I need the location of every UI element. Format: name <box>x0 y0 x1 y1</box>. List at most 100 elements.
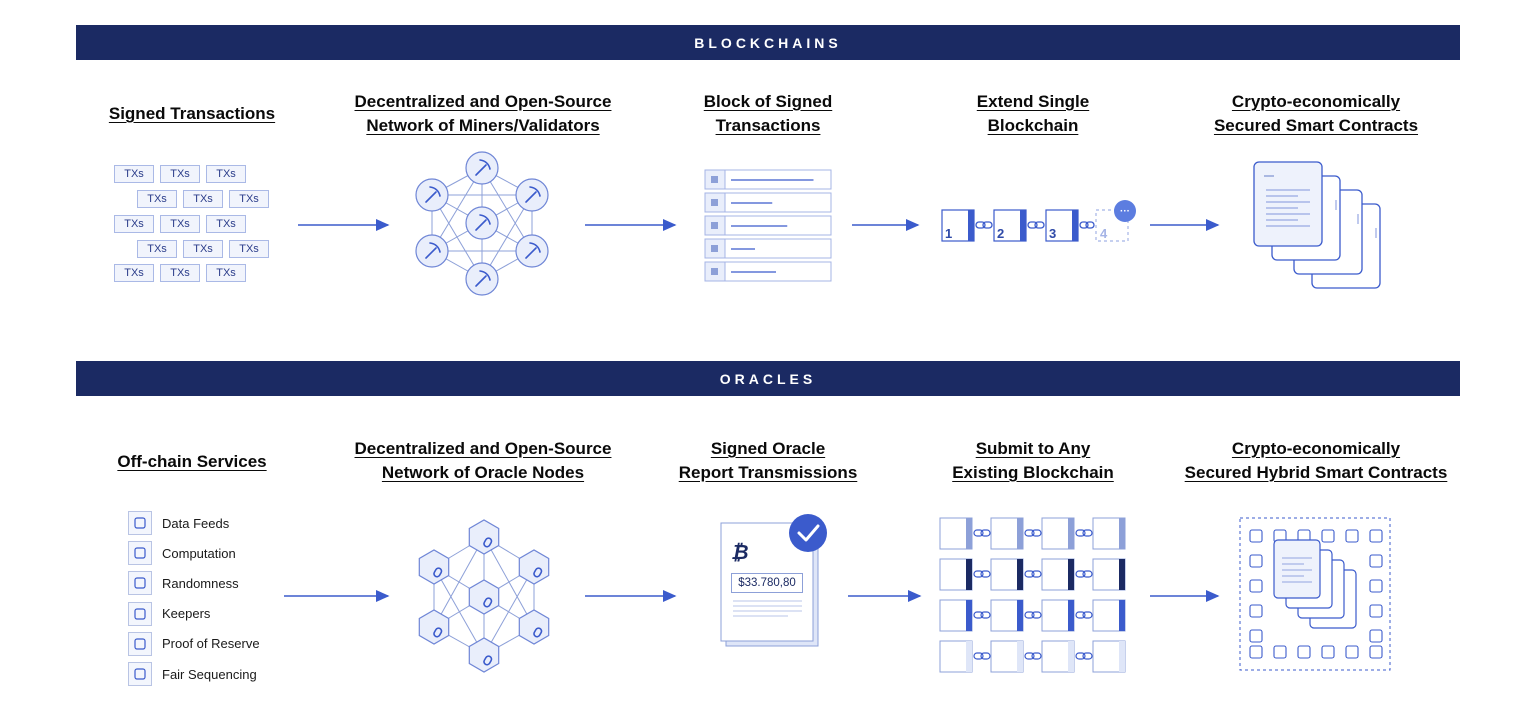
bitcoin-icon: ₿ <box>731 542 749 564</box>
service-mini-icon <box>1249 645 1263 659</box>
chain-block <box>990 599 1042 632</box>
oracle-node-icon <box>468 519 500 555</box>
chain-block <box>1092 517 1126 550</box>
chain-block-3: 3 <box>1049 226 1057 241</box>
miner-node-icon <box>415 234 449 268</box>
service-mini-icon <box>1249 604 1263 618</box>
chain-block <box>939 599 991 632</box>
offchain-service-item: Keepers <box>128 599 260 629</box>
chain-block <box>1092 599 1126 632</box>
chain-block <box>990 558 1042 591</box>
chain-block <box>1041 517 1093 550</box>
tx-box: TXs <box>160 165 200 183</box>
chain-block <box>990 640 1042 673</box>
offchain-service-label: Randomness <box>162 575 239 591</box>
existing-blockchains-icon <box>939 517 1126 673</box>
oracle-node-icon <box>418 549 450 585</box>
chain-block <box>939 558 991 591</box>
oracle-node-icon <box>468 637 500 673</box>
tx-box: TXs <box>137 190 177 208</box>
transaction-row <box>704 238 832 259</box>
offchain-service-item: Proof of Reserve <box>128 629 260 659</box>
clock-icon <box>128 662 152 687</box>
contract-document-icon <box>1253 161 1323 247</box>
tx-box: TXs <box>229 240 269 258</box>
offchain-service-item: Fair Sequencing <box>128 659 260 689</box>
service-mini-icon <box>1369 629 1383 643</box>
transaction-row <box>704 215 832 236</box>
service-mini-icon <box>1249 629 1263 643</box>
service-mini-icon <box>1369 645 1383 659</box>
service-mini-icon <box>1321 645 1335 659</box>
tx-box: TXs <box>206 165 246 183</box>
chain-block <box>1041 599 1093 632</box>
transaction-row <box>704 169 832 190</box>
robot-icon <box>128 601 152 626</box>
tx-box: TXs <box>114 264 154 282</box>
service-mini-icon <box>1369 529 1383 543</box>
blockchains-section-header: BLOCKCHAINS <box>76 25 1460 60</box>
smart-contracts-stack-icon <box>1253 161 1381 289</box>
chain-block <box>1092 640 1126 673</box>
tx-box: TXs <box>160 264 200 282</box>
offchain-service-item: Computation <box>128 538 260 568</box>
single-chain-icon: ··· <box>941 200 1136 242</box>
bank-icon <box>128 631 152 656</box>
miner-node-icon <box>465 151 499 185</box>
tx-box: TXs <box>206 215 246 233</box>
service-mini-icon <box>1345 529 1359 543</box>
tx-box: TXs <box>114 215 154 233</box>
chain-block-4: 4 <box>1100 226 1108 241</box>
offchain-service-item: Data Feeds <box>128 508 260 538</box>
tx-box: TXs <box>137 240 177 258</box>
server-icon <box>128 541 152 566</box>
more-icon: ··· <box>1120 206 1130 217</box>
oracle-node-icon <box>468 579 500 615</box>
tx-box: TXs <box>160 215 200 233</box>
chain-block <box>939 640 991 673</box>
transaction-row <box>704 261 832 282</box>
offchain-service-label: Fair Sequencing <box>162 666 257 682</box>
service-mini-icon <box>1249 554 1263 568</box>
check-icon <box>797 524 820 542</box>
service-mini-icon <box>1369 604 1383 618</box>
chain-block-2: 2 <box>997 226 1005 241</box>
transaction-block-icon <box>704 169 832 282</box>
oracle-node-icon <box>518 609 550 645</box>
chain-block <box>990 517 1042 550</box>
tx-box: TXs <box>206 264 246 282</box>
oracles-section-header: ORACLES <box>76 361 1460 396</box>
offchain-service-label: Data Feeds <box>162 515 230 531</box>
miner-node-icon <box>515 178 549 212</box>
chain-block <box>1092 558 1126 591</box>
chain-block <box>939 517 991 550</box>
miner-node-icon <box>465 262 499 296</box>
tx-box: TXs <box>229 190 269 208</box>
miner-node-icon <box>415 178 449 212</box>
oracle-network-icon <box>418 519 550 673</box>
service-mini-icon <box>1369 579 1383 593</box>
service-mini-icon <box>1249 529 1263 543</box>
service-mini-icon <box>1345 645 1359 659</box>
chain-block <box>1041 558 1093 591</box>
chain-block-1: 1 <box>945 226 953 241</box>
miner-node-icon <box>515 234 549 268</box>
miner-node-icon <box>465 206 499 240</box>
oracle-node-icon <box>518 549 550 585</box>
service-mini-icon <box>1369 554 1383 568</box>
transaction-row <box>704 192 832 213</box>
dice-icon <box>128 571 152 596</box>
oracle-price-value: $33.780,80 <box>731 573 803 593</box>
service-mini-icon <box>1249 579 1263 593</box>
binary-icon <box>128 511 152 536</box>
